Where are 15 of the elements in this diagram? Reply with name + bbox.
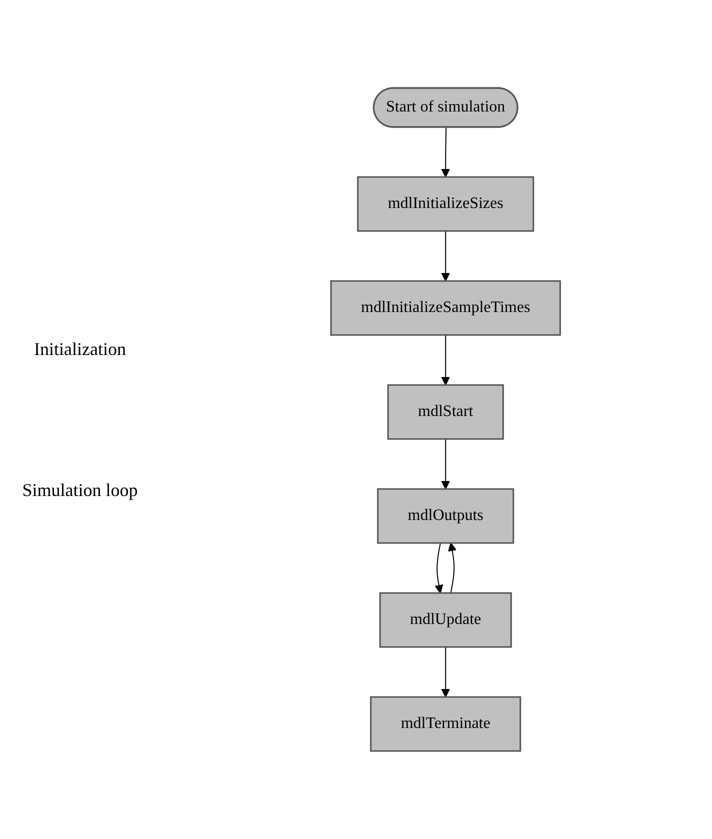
- group-label: Initialization: [33, 338, 127, 360]
- arrow: [442, 127, 450, 178]
- arrow: [442, 334, 450, 386]
- arrow: [434, 542, 444, 594]
- arrow: [442, 646, 450, 698]
- node-box: mdlUpdate: [380, 592, 512, 648]
- arrow: [442, 438, 450, 490]
- node-box: mdlTerminate: [370, 696, 522, 752]
- arrow: [442, 230, 450, 282]
- node-box: mdlInitializeSampleTimes: [330, 280, 562, 336]
- node-box: mdlStart: [388, 384, 504, 440]
- group-label: Simulation loop: [21, 480, 139, 500]
- arrow: [448, 542, 458, 594]
- node-box: mdlOutputs: [377, 488, 515, 544]
- node-box: mdlInitializeSizes: [357, 176, 534, 232]
